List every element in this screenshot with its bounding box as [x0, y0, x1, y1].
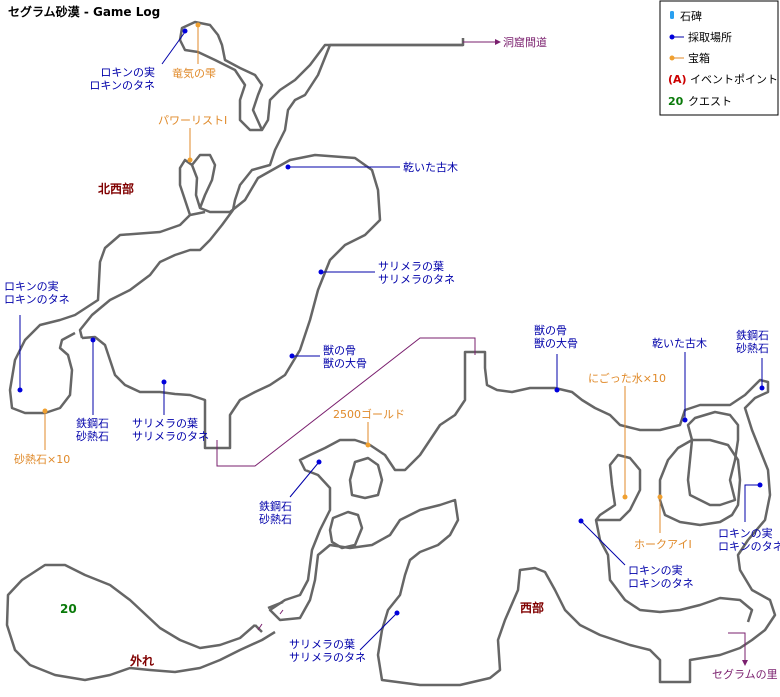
quest-marker-20: 20	[60, 602, 77, 616]
gather-lead-g13	[580, 520, 626, 566]
gather-point-g10	[682, 417, 688, 423]
gather-label-g11b: 砂熱石	[736, 342, 769, 355]
gather-label-g14a: サリメラの葉	[289, 637, 355, 651]
gather-lead-g12	[744, 484, 760, 522]
exit-label-cave: 洞窟間道	[503, 35, 547, 49]
exit-arrow-village	[742, 660, 748, 666]
gather-label-g13b: ロキンのタネ	[628, 577, 694, 590]
gather-label-g11a: 鉄鋼石	[736, 328, 769, 342]
treasure-label-t3: 砂熱石×10	[14, 453, 70, 466]
wall-island-center-b	[328, 510, 364, 550]
gather-lead-g1	[161, 31, 186, 65]
treasure-point-t3	[42, 408, 48, 414]
legend-treasure: 宝箱	[688, 51, 710, 65]
treasure-point-t4	[365, 442, 371, 448]
legend-event-mark: (A)	[668, 73, 687, 86]
gather-label-g9a: 獣の骨	[534, 323, 567, 337]
gather-label-g5b: 獣の大骨	[323, 356, 367, 370]
gather-label-g7b: サリメラのタネ	[132, 430, 209, 443]
gather-label-g6b: 砂熱石	[76, 430, 109, 443]
gather-lead-g8	[289, 461, 320, 498]
gather-label-g8a: 鉄鋼石	[259, 499, 292, 513]
wall-outskirts	[5, 563, 276, 682]
gather-label-g1a: ロキンの実	[100, 65, 155, 79]
gather-label-g1b: ロキンのタネ	[89, 79, 155, 92]
wall-island-right	[686, 410, 740, 507]
gather-point-g5	[289, 353, 295, 359]
treasure-point-t6	[657, 494, 663, 500]
wall-central-south	[268, 350, 777, 687]
treasure-icon	[669, 55, 675, 61]
gather-point-g14	[394, 610, 400, 616]
gather-point-g11	[759, 385, 765, 391]
gather-label-g8b: 砂熱石	[259, 513, 292, 526]
treasure-label-t5: にごった水×10	[588, 371, 666, 385]
region-west: 西部	[520, 600, 544, 615]
gather-point-g8	[316, 459, 322, 465]
gather-point-g13	[578, 518, 584, 524]
treasure-label-t2: パワーリストI	[158, 114, 227, 127]
treasure-label-t4: 2500ゴールド	[333, 407, 405, 421]
gather-point-g12	[757, 482, 763, 488]
legend-event: イベントポイント	[690, 73, 778, 86]
gather-label-g10: 乾いた古木	[652, 337, 707, 350]
gather-label-g4b: ロキンのタネ	[4, 293, 70, 306]
treasure-point-t5	[622, 494, 628, 500]
wall-north-network	[8, 38, 465, 450]
map-title: セグラム砂漠 - Game Log	[8, 4, 160, 19]
region-north-west: 北西部	[98, 181, 134, 196]
exit-arrow-cave	[495, 39, 501, 45]
legend-gather: 採取場所	[688, 30, 732, 44]
wall-west-inner	[594, 438, 754, 623]
gather-label-g3a: サリメラの葉	[378, 259, 444, 273]
gather-label-g12a: ロキンの実	[718, 526, 773, 540]
gather-label-g4a: ロキンの実	[4, 279, 59, 293]
gather-point-g7	[161, 379, 167, 385]
gather-label-g13a: ロキンの実	[628, 563, 683, 577]
gather-label-g14b: サリメラのタネ	[289, 651, 366, 664]
link-line-outskirts	[257, 609, 284, 631]
gather-point-g9	[554, 387, 560, 393]
exit-label-village: セグラムの里	[712, 667, 778, 681]
legend-stone: 石碑	[680, 10, 702, 23]
region-outskirts: 外れ	[130, 653, 154, 668]
gather-label-g7a: サリメラの葉	[132, 416, 198, 430]
gather-lead-g14	[359, 612, 398, 651]
gather-label-g12b: ロキンのタネ	[718, 540, 780, 553]
legend: 石碑 採取場所 宝箱 (A) イベントポイント 20 クエスト	[659, 0, 779, 116]
treasure-label-t6: ホークアイI	[634, 538, 692, 551]
stone-icon	[670, 11, 674, 19]
wall-island-center-a	[348, 456, 384, 500]
link-line-central	[216, 337, 476, 467]
gather-label-g3b: サリメラのタネ	[378, 273, 455, 286]
legend-quest-mark: 20	[668, 95, 684, 108]
treasure-point-t1	[195, 22, 201, 28]
gather-label-g2: 乾いた古木	[403, 161, 458, 174]
gather-label-g5a: 獣の骨	[323, 343, 356, 357]
gather-point-g6	[90, 337, 96, 343]
treasure-point-t2	[187, 157, 193, 163]
gather-point-g1	[182, 28, 188, 34]
gather-point-g3	[318, 269, 324, 275]
legend-quest: クエスト	[688, 95, 732, 108]
gather-icon	[669, 34, 675, 40]
exit-line-village	[728, 632, 746, 660]
treasure-label-t1: 竜気の雫	[172, 66, 216, 80]
gather-label-g9b: 獣の大骨	[534, 336, 578, 350]
gather-label-g6a: 鉄鋼石	[76, 416, 109, 430]
gather-point-g2	[285, 164, 291, 170]
gather-point-g4	[17, 387, 23, 393]
